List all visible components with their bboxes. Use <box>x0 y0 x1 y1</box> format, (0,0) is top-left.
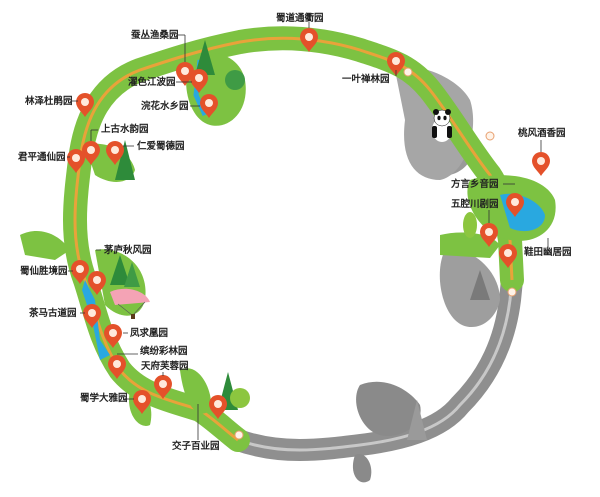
label-shudao: 蜀道通衢园 <box>276 13 324 24</box>
panda-icon <box>432 109 452 142</box>
waypoint-dots <box>234 67 517 440</box>
label-yiye: 一叶禅林园 <box>342 74 390 85</box>
label-wuqiang: 五腔川剧园 <box>451 199 499 210</box>
label-jiaozi: 交子百业园 <box>172 441 220 452</box>
label-binfen: 缤纷彩林园 <box>140 346 188 357</box>
label-cancong: 蚕丛渔桑园 <box>131 30 179 41</box>
label-fangyan: 方言乡音园 <box>451 179 499 190</box>
label-maolu: 茅庐秋风园 <box>104 245 152 256</box>
label-tianfu: 天府芙蓉园 <box>141 361 189 372</box>
label-fengqiu: 凤求凰园 <box>130 328 169 339</box>
label-shanggu: 上古水韵园 <box>101 124 149 135</box>
label-taofeng: 桃风酒香园 <box>518 128 566 139</box>
label-xietian: 鞋田幽居园 <box>524 247 572 258</box>
label-huanhua: 浣花水乡园 <box>141 101 189 112</box>
tree-icons <box>110 40 490 440</box>
label-shuxian: 蜀仙胜境园 <box>20 266 68 277</box>
label-shuxue: 蜀学大雅园 <box>80 393 128 404</box>
leader-lines <box>67 22 549 440</box>
paraglider-icon <box>110 288 150 319</box>
label-junping: 君平通仙园 <box>18 152 66 163</box>
label-renai: 仁爱蜀德园 <box>137 141 185 152</box>
label-linze: 林泽杜鹃园 <box>25 96 73 107</box>
label-zhuose: 濯色江波园 <box>128 77 176 88</box>
label-chama: 茶马古道园 <box>29 308 77 319</box>
